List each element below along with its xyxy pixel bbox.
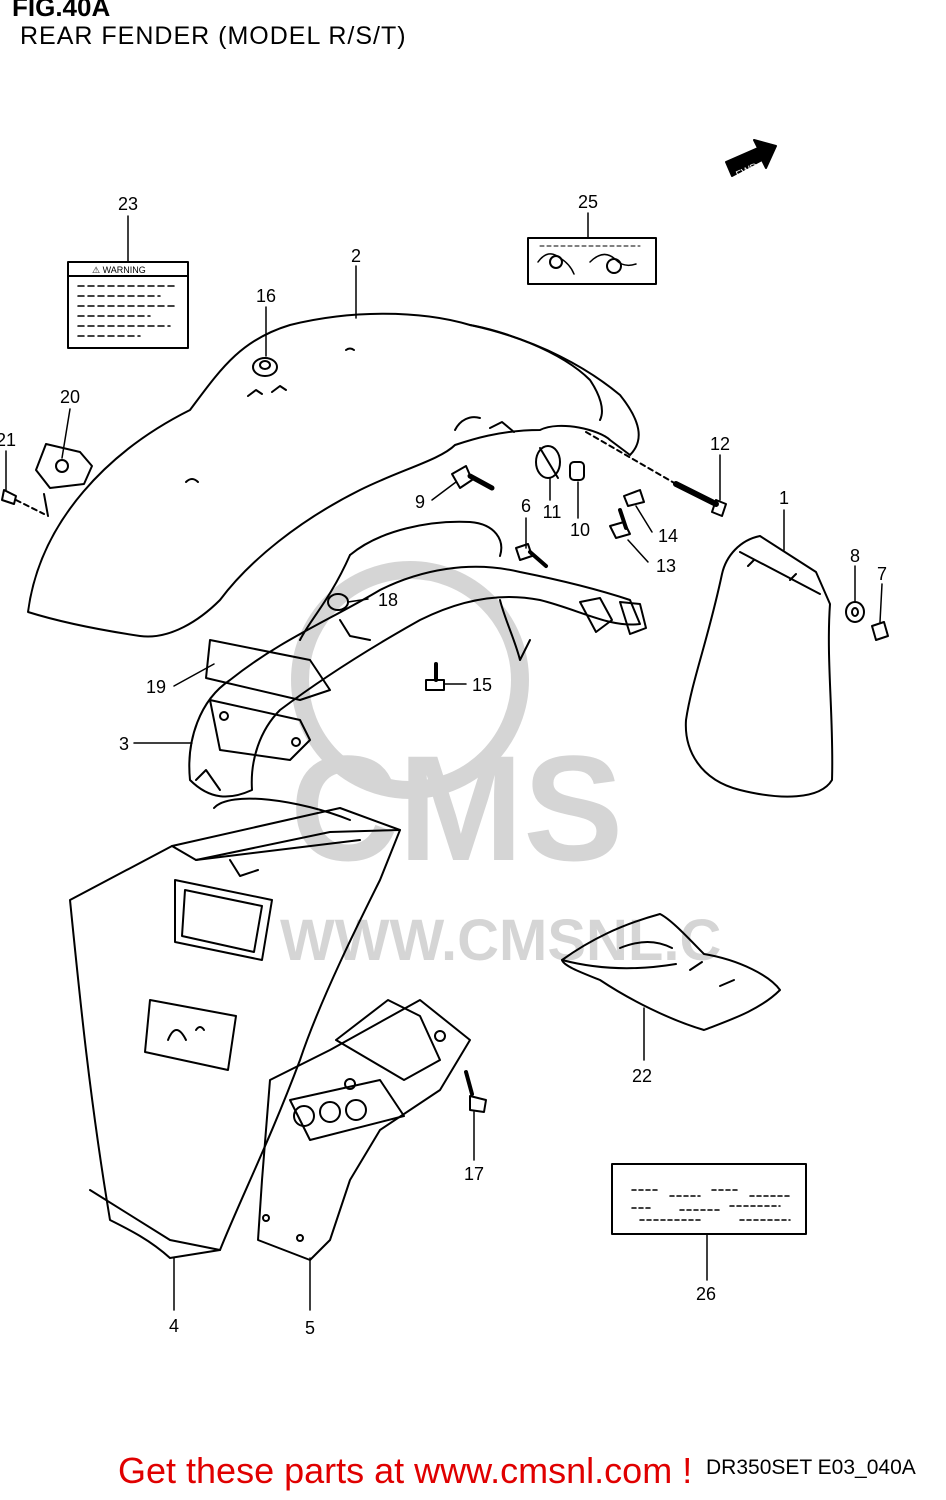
callout-20: 20 — [60, 387, 80, 407]
callout-7: 7 — [877, 564, 887, 584]
part-17-bolt — [464, 1070, 487, 1113]
cmsnl-banner-link[interactable]: Get these parts at www.cmsnl.com ! — [118, 1450, 693, 1491]
part-12-bolt — [585, 431, 727, 517]
part-15-bolt — [425, 662, 445, 691]
callout-13: 13 — [656, 556, 676, 576]
callout-3: 3 — [119, 734, 129, 754]
callout-18: 18 — [378, 590, 398, 610]
callout-25: 25 — [578, 192, 598, 212]
callout-11: 11 — [543, 502, 562, 522]
part-10-spacer — [569, 461, 585, 481]
callout-16: 16 — [256, 286, 276, 306]
callout-21: 21 — [0, 430, 16, 450]
callout-1: 1 — [779, 488, 789, 508]
part-25-label — [527, 237, 657, 285]
callout-9: 9 — [415, 492, 425, 512]
part-3-frame — [188, 520, 647, 798]
callout-2: 2 — [351, 246, 361, 266]
leader-lines — [5, 212, 883, 1311]
part-14-nut — [623, 489, 645, 507]
callout-23: 23 — [118, 194, 138, 214]
part-6-bolt — [515, 543, 548, 568]
part-1-mudflap — [684, 535, 834, 798]
part-2-rear-fender — [27, 312, 640, 638]
callout-22: 22 — [632, 1066, 652, 1086]
callout-6: 6 — [521, 496, 531, 516]
part-21-screw — [1, 489, 45, 515]
fender-cutout-line — [213, 797, 351, 821]
part-22-tool-bag — [561, 913, 781, 1031]
part-5-bracket — [257, 999, 471, 1261]
callout-17: 17 — [464, 1164, 484, 1184]
callout-5: 5 — [305, 1318, 315, 1338]
part-23-warning-label: ⚠ WARNING — [67, 261, 189, 349]
figure-id: FIG.40A — [12, 0, 111, 22]
callout-4: 4 — [169, 1316, 179, 1336]
part-13-bolt — [609, 508, 631, 539]
part-20-bracket — [35, 443, 93, 517]
callout-19: 19 — [146, 677, 166, 697]
part-18-clip — [327, 593, 371, 641]
callout-12: 12 — [710, 434, 730, 454]
part-7-screw — [871, 621, 889, 641]
callout-14: 14 — [658, 526, 678, 546]
part-8-washer — [845, 601, 865, 623]
callout-26: 26 — [696, 1284, 716, 1304]
part-26-label — [611, 1163, 807, 1235]
callout-15: 15 — [472, 675, 492, 695]
callout-10: 10 — [570, 520, 590, 540]
part-4-lower-fender — [69, 807, 401, 1259]
part-11-collar — [535, 445, 561, 479]
part-16-grommet — [252, 357, 278, 377]
callout-numbers: 1 2 3 4 5 6 7 8 9 10 11 12 13 14 15 16 1… — [0, 192, 887, 1338]
warning-label-heading: ⚠ WARNING — [92, 265, 146, 275]
callout-8: 8 — [850, 546, 860, 566]
figure-title: REAR FENDER (MODEL R/S/T) — [20, 22, 407, 50]
part-9-bolt — [451, 465, 495, 491]
fwd-arrow-icon: FWD — [725, 139, 777, 181]
diagram-code: DR350SET E03_040A — [706, 1456, 916, 1479]
part-19-cushion — [205, 639, 331, 701]
